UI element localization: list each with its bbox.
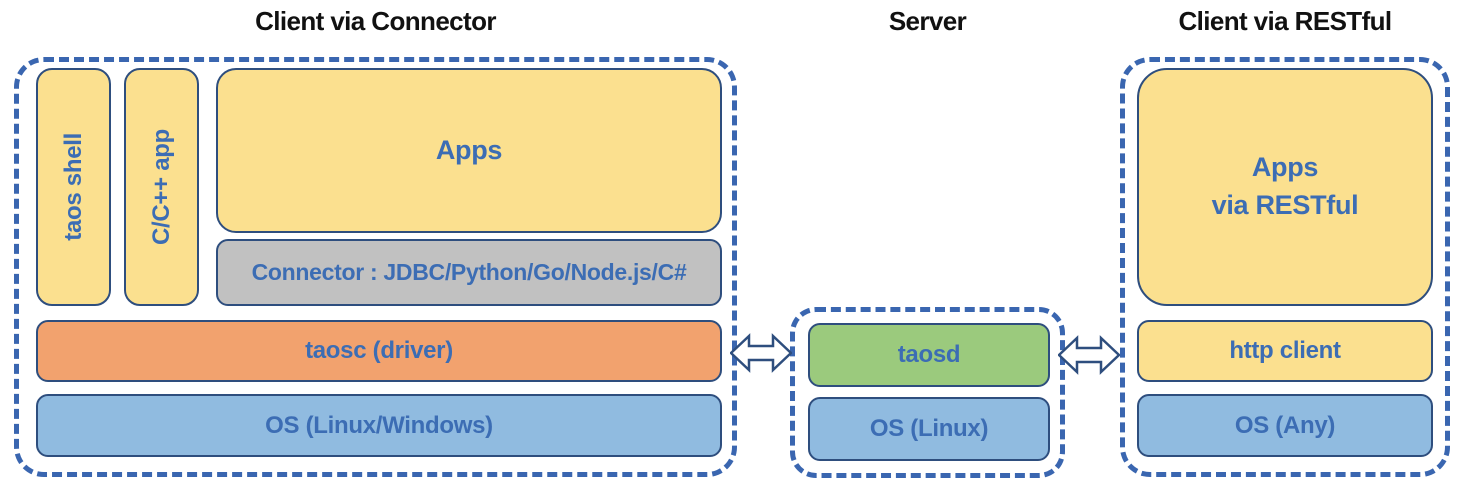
apps-via-restful-box: Apps via RESTful bbox=[1137, 68, 1433, 306]
section-title-restful-client: Client via RESTful bbox=[1178, 6, 1392, 36]
double-arrow-icon bbox=[729, 331, 793, 375]
taos-shell-box: taos shell bbox=[36, 68, 111, 306]
section-title-connector-client: Client via Connector bbox=[255, 6, 496, 36]
cpp-app-box: C/C++ app bbox=[124, 68, 199, 306]
connector-box: Connector : JDBC/Python/Go/Node.js/C# bbox=[216, 239, 722, 306]
section-title-server: Server bbox=[888, 6, 967, 36]
os-linux-box: OS (Linux) bbox=[808, 397, 1050, 461]
server-group bbox=[790, 307, 1065, 478]
double-arrow-icon bbox=[1057, 333, 1121, 377]
os-linux-windows-box: OS (Linux/Windows) bbox=[36, 394, 722, 457]
taosd-box: taosd bbox=[808, 323, 1050, 387]
taosc-driver-box: taosc (driver) bbox=[36, 320, 722, 382]
restful-client-group bbox=[1120, 57, 1450, 477]
http-client-box: http client bbox=[1137, 320, 1433, 382]
connector-client-group bbox=[14, 57, 737, 477]
cpp-app-label: C/C++ app bbox=[147, 129, 175, 245]
apps-box: Apps bbox=[216, 68, 722, 233]
taos-shell-label: taos shell bbox=[59, 133, 87, 241]
os-any-box: OS (Any) bbox=[1137, 394, 1433, 457]
